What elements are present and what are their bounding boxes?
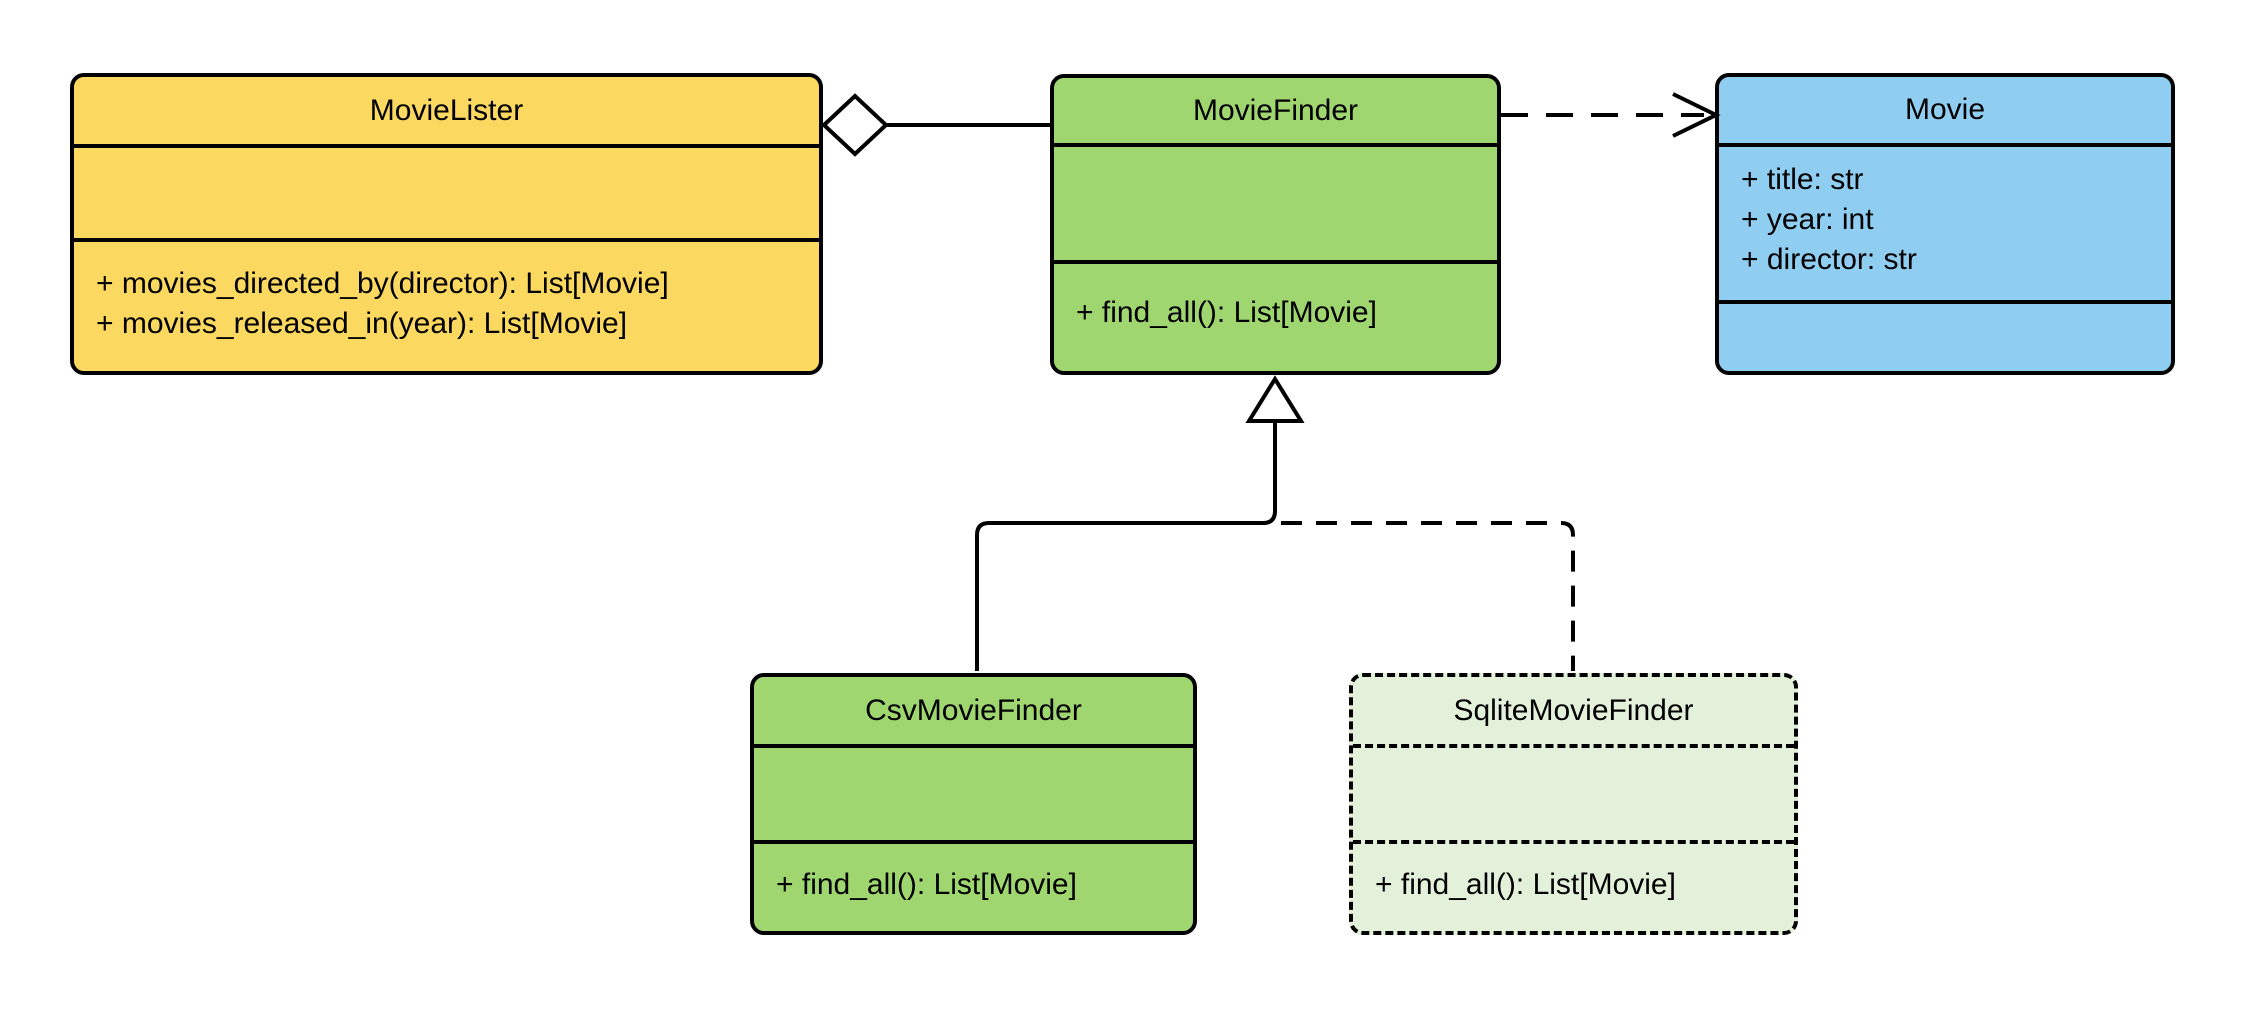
class-name-label: MovieLister: [369, 93, 524, 127]
class-name-label: MovieFinder: [1192, 93, 1359, 127]
methods-compartment: + find_all(): List[Movie]: [754, 840, 1193, 931]
attributes-compartment: [754, 744, 1193, 840]
generalization-connector-solid[interactable]: [975, 421, 1277, 671]
method-label: + movies_directed_by(director): List[Mov…: [96, 267, 669, 300]
class-box-csvmoviefinder[interactable]: CsvMovieFinder + find_all(): List[Movie]: [750, 673, 1197, 935]
open-diamond-icon: [821, 93, 889, 157]
class-name-label: CsvMovieFinder: [865, 693, 1082, 727]
method-label: + find_all(): List[Movie]: [776, 868, 1077, 901]
attribute-label: + director: str: [1741, 243, 1917, 276]
dependency-connector[interactable]: [1501, 92, 1721, 138]
methods-compartment: [1719, 300, 2171, 371]
class-box-moviefinder[interactable]: MovieFinder + find_all(): List[Movie]: [1050, 74, 1501, 375]
attributes-compartment: [1054, 143, 1497, 260]
class-box-sqlitemoviefinder[interactable]: SqliteMovieFinder + find_all(): List[Mov…: [1349, 673, 1798, 935]
attributes-compartment: [74, 144, 819, 238]
method-label: + find_all(): List[Movie]: [1076, 296, 1377, 329]
methods-compartment: + find_all(): List[Movie]: [1054, 260, 1497, 371]
generalization-connector-dashed[interactable]: [1281, 521, 1575, 671]
class-box-movie[interactable]: Movie + title: str + year: int + directo…: [1715, 73, 2175, 375]
attribute-label: + year: int: [1741, 203, 1874, 236]
methods-compartment: + movies_directed_by(director): List[Mov…: [74, 238, 819, 371]
method-label: + movies_released_in(year): List[Movie]: [96, 307, 628, 340]
method-label: + find_all(): List[Movie]: [1375, 868, 1676, 901]
attributes-compartment: + title: str + year: int + director: str: [1719, 143, 2171, 300]
methods-compartment: + find_all(): List[Movie]: [1353, 840, 1794, 931]
class-name-label: Movie: [1904, 93, 1986, 126]
open-arrowhead-icon: [1672, 92, 1721, 138]
attribute-label: + title: str: [1741, 163, 1864, 196]
aggregation-connector[interactable]: [821, 93, 1050, 157]
class-name-label: SqliteMovieFinder: [1453, 693, 1694, 727]
hollow-triangle-icon: [1245, 375, 1305, 423]
class-box-movielister[interactable]: MovieLister + movies_directed_by(directo…: [70, 73, 823, 375]
attributes-compartment: [1353, 744, 1794, 840]
